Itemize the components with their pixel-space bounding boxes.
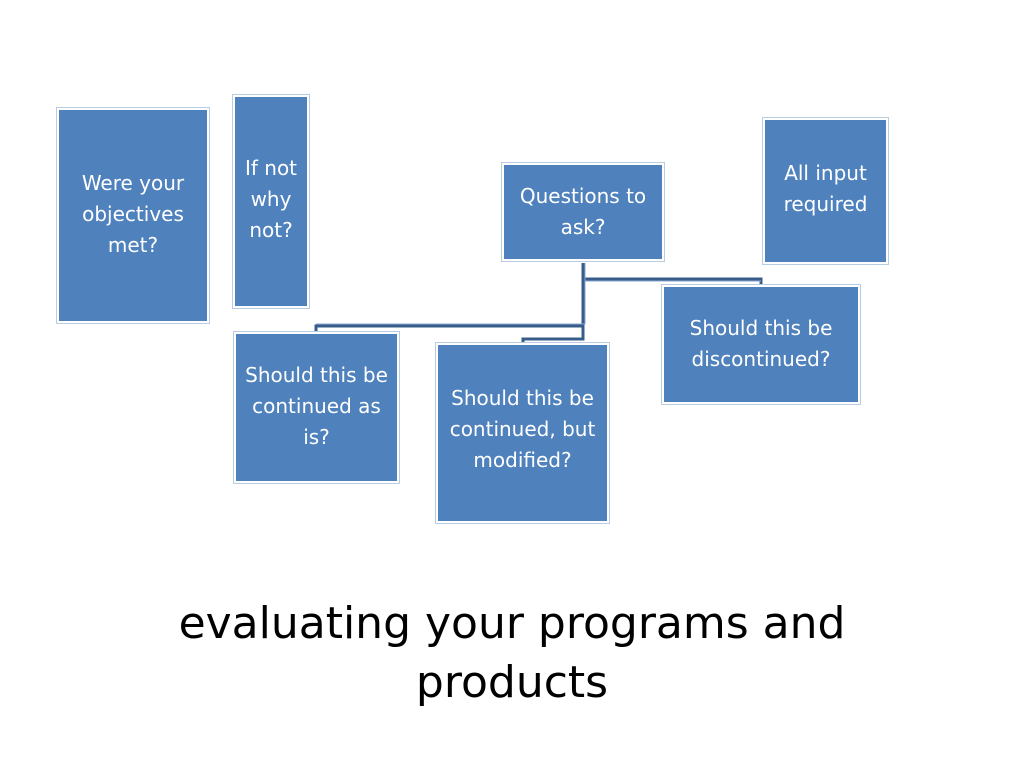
box-continued-modified: Should this be continued, but modified? <box>435 342 610 524</box>
connector-to-continued-modified <box>521 326 585 343</box>
box-continued-modified-label: Should this be continued, but modified? <box>449 386 596 472</box>
box-discontinued-label: Should this be discontinued? <box>689 316 833 371</box>
connector-to-continued-as-is <box>314 263 585 332</box>
box-discontinued: Should this be discontinued? <box>661 284 861 405</box>
box-questions-to-ask-label: Questions to ask? <box>519 184 647 239</box>
box-all-input-required-label: All input required <box>783 161 868 216</box>
slide-title: evaluating your programs and products <box>178 598 846 709</box>
box-continued-as-is: Should this be continued as is? <box>233 331 400 484</box>
box-all-input-required: All input required <box>762 117 889 265</box>
box-if-not-why-not: If not why not? <box>232 94 310 309</box>
box-objectives-met-label: Were your objectives met? <box>81 171 185 257</box>
connector-to-discontinued <box>581 263 763 285</box>
box-continued-as-is-label: Should this be continued as is? <box>245 363 388 449</box>
box-questions-to-ask: Questions to ask? <box>501 162 665 262</box>
box-objectives-met: Were your objectives met? <box>56 107 210 324</box>
box-if-not-why-not-label: If not why not? <box>244 156 298 242</box>
